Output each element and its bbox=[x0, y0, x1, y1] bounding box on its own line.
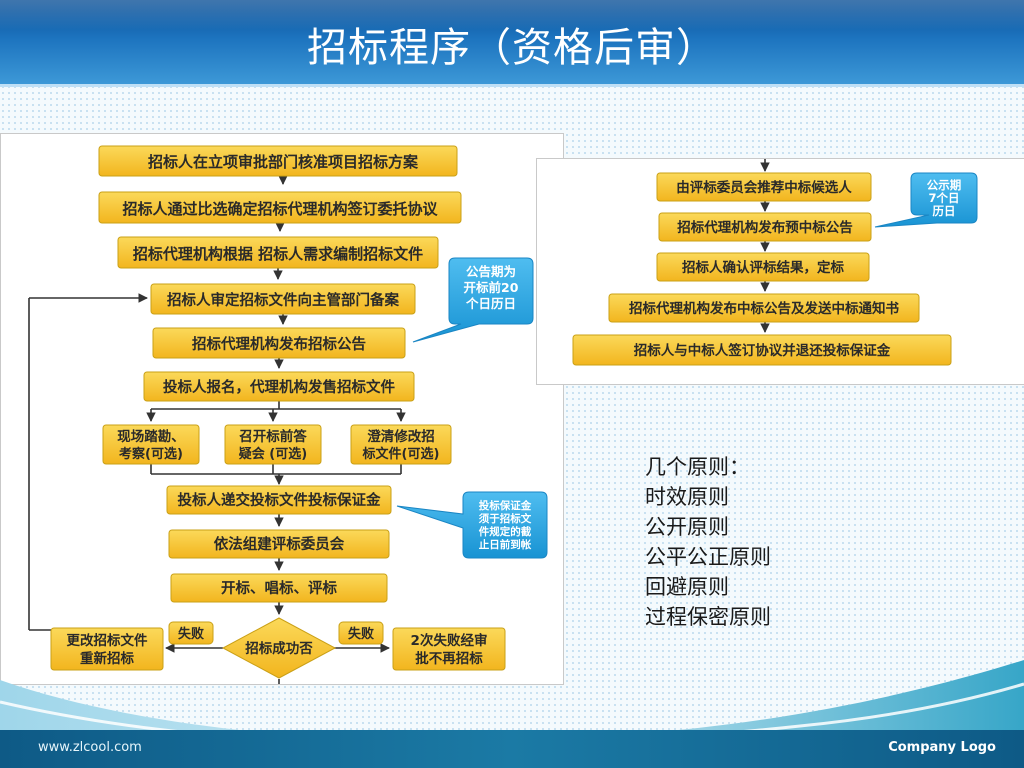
company-logo: Company Logo bbox=[888, 740, 996, 755]
callout-bond: 投标保证金 须于招标文 件规定的截 止日前到帐 bbox=[396, 491, 548, 559]
slide-title: 招标程序（资格后审） bbox=[307, 25, 717, 71]
optional-step-3-line1: 澄清修改招 bbox=[367, 428, 435, 445]
left-step-5: 招标代理机构发布招标公告 bbox=[152, 327, 406, 359]
left-step-2: 招标人通过比选确定招标代理机构签订委托协议 bbox=[98, 191, 462, 224]
fail-tag-right: 失败 bbox=[338, 621, 384, 645]
right-step-2-label: 招标代理机构发布预中标公告 bbox=[677, 219, 853, 236]
principle-item: 时效原则 bbox=[645, 485, 729, 509]
result-no-rebid-line2: 批不再招标 bbox=[415, 650, 483, 667]
right-step-1-label: 由评标委员会推荐中标候选人 bbox=[676, 179, 852, 196]
callout-notice-period: 公告期为 开标前20 个日历日 bbox=[412, 257, 534, 343]
left-step-8: 依法组建评标委员会 bbox=[168, 529, 390, 559]
right-flowchart-panel: 由评标委员会推荐中标候选人 招标代理机构发布预中标公告 招标人确认评标结果，定标… bbox=[536, 158, 1024, 385]
left-step-9-label: 开标、唱标、评标 bbox=[221, 579, 337, 597]
optional-step-prebid-meeting: 召开标前答 疑会 (可选) bbox=[224, 424, 322, 465]
title-bar-shine bbox=[0, 0, 1024, 30]
left-step-4-label: 招标人审定招标文件向主管部门备案 bbox=[167, 291, 399, 309]
footer-bar bbox=[0, 730, 1024, 768]
callout-bond-line3: 件规定的截 bbox=[479, 525, 532, 538]
callout-notice-line3: 个日历日 bbox=[465, 296, 516, 311]
callout-publicity-line1: 公示期 bbox=[927, 178, 962, 192]
callout-bond-line1: 投标保证金 bbox=[479, 499, 532, 512]
left-flowchart-panel: 招标人在立项审批部门核准项目招标方案 招标人通过比选确定招标代理机构签订委托协议… bbox=[0, 133, 564, 685]
left-step-4: 招标人审定招标文件向主管部门备案 bbox=[150, 283, 416, 315]
left-step-1: 招标人在立项审批部门核准项目招标方案 bbox=[98, 145, 458, 177]
left-flow-connectors bbox=[28, 175, 406, 684]
result-no-rebid: 2次失败经审 批不再招标 bbox=[392, 627, 506, 671]
optional-step-clarify-docs: 澄清修改招 标文件(可选) bbox=[350, 424, 452, 465]
callout-bond-line4: 止日前到帐 bbox=[479, 538, 532, 551]
right-step-1: 由评标委员会推荐中标候选人 bbox=[656, 172, 872, 202]
callout-notice-line1: 公告期为 bbox=[466, 264, 516, 279]
left-step-6-label: 投标人报名，代理机构发售招标文件 bbox=[163, 378, 395, 396]
left-step-7-label: 投标人递交投标文件投标保证金 bbox=[178, 491, 381, 509]
right-step-5-label: 招标人与中标人签订协议并退还投标保证金 bbox=[634, 342, 891, 359]
principles-heading: 几个原则： bbox=[645, 455, 750, 479]
optional-step-3-line2: 标文件(可选) bbox=[362, 446, 440, 462]
title-bar bbox=[0, 0, 1024, 87]
callout-publicity-line2: 7个日 bbox=[928, 191, 959, 205]
optional-step-2-line2: 疑会 (可选) bbox=[239, 446, 307, 462]
optional-step-1-line1: 现场踏勘、 bbox=[117, 428, 185, 445]
right-step-4-label: 招标代理机构发布中标公告及发送中标通知书 bbox=[629, 300, 899, 317]
left-step-8-label: 依法组建评标委员会 bbox=[214, 535, 345, 553]
callout-bond-line2: 须于招标文 bbox=[479, 512, 532, 525]
principle-item: 公平公正原则 bbox=[645, 545, 771, 569]
left-step-1-label: 招标人在立项审批部门核准项目招标方案 bbox=[148, 153, 419, 171]
left-step-6: 投标人报名，代理机构发售招标文件 bbox=[143, 371, 415, 402]
result-no-rebid-line1: 2次失败经审 bbox=[411, 632, 488, 649]
callout-publicity-line3: 历日 bbox=[933, 204, 956, 218]
result-rebid: 更改招标文件 重新招标 bbox=[50, 627, 164, 671]
decision-success: 招标成功否 bbox=[221, 617, 337, 679]
left-flowchart: 招标人在立项审批部门核准项目招标方案 招标人通过比选确定招标代理机构签订委托协议… bbox=[28, 145, 548, 684]
principles-list: 几个原则： 时效原则 公开原则 公平公正原则 回避原则 过程保密原则 bbox=[645, 452, 771, 632]
right-step-3: 招标人确认评标结果，定标 bbox=[656, 252, 870, 282]
callout-notice-line2: 开标前20 bbox=[464, 280, 519, 295]
footer-url[interactable]: www.zlcool.com bbox=[38, 740, 142, 755]
right-step-5: 招标人与中标人签订协议并退还投标保证金 bbox=[572, 334, 952, 366]
fail-tag-left: 失败 bbox=[168, 621, 214, 645]
principle-item: 过程保密原则 bbox=[645, 605, 771, 629]
left-step-9: 开标、唱标、评标 bbox=[170, 573, 388, 603]
optional-step-2-line1: 召开标前答 bbox=[239, 428, 307, 445]
result-rebid-line1: 更改招标文件 bbox=[67, 632, 148, 649]
optional-step-site-visit: 现场踏勘、 考察(可选) bbox=[102, 424, 200, 465]
left-step-3: 招标代理机构根据 招标人需求编制招标文件 bbox=[117, 236, 439, 269]
left-step-7: 投标人递交投标文件投标保证金 bbox=[166, 485, 392, 515]
title-bar-rule bbox=[0, 84, 1024, 87]
optional-step-1-line2: 考察(可选) bbox=[119, 446, 183, 462]
left-step-3-label: 招标代理机构根据 招标人需求编制招标文件 bbox=[133, 245, 423, 263]
right-step-4: 招标代理机构发布中标公告及发送中标通知书 bbox=[608, 293, 920, 323]
decision-label: 招标成功否 bbox=[245, 640, 313, 657]
callout-publicity-period: 公示期 7个日 历日 bbox=[874, 172, 978, 228]
right-step-3-label: 招标人确认评标结果，定标 bbox=[682, 259, 844, 276]
result-rebid-line2: 重新招标 bbox=[80, 650, 134, 667]
fail-right-label: 失败 bbox=[348, 626, 374, 642]
right-step-2: 招标代理机构发布预中标公告 bbox=[658, 212, 872, 242]
left-step-5-label: 招标代理机构发布招标公告 bbox=[192, 335, 366, 353]
fail-left-label: 失败 bbox=[178, 626, 204, 642]
principle-item: 回避原则 bbox=[645, 575, 729, 599]
right-flowchart: 由评标委员会推荐中标候选人 招标代理机构发布预中标公告 招标人确认评标结果，定标… bbox=[572, 159, 978, 366]
left-step-2-label: 招标人通过比选确定招标代理机构签订委托协议 bbox=[122, 200, 438, 218]
principle-item: 公开原则 bbox=[645, 515, 729, 539]
